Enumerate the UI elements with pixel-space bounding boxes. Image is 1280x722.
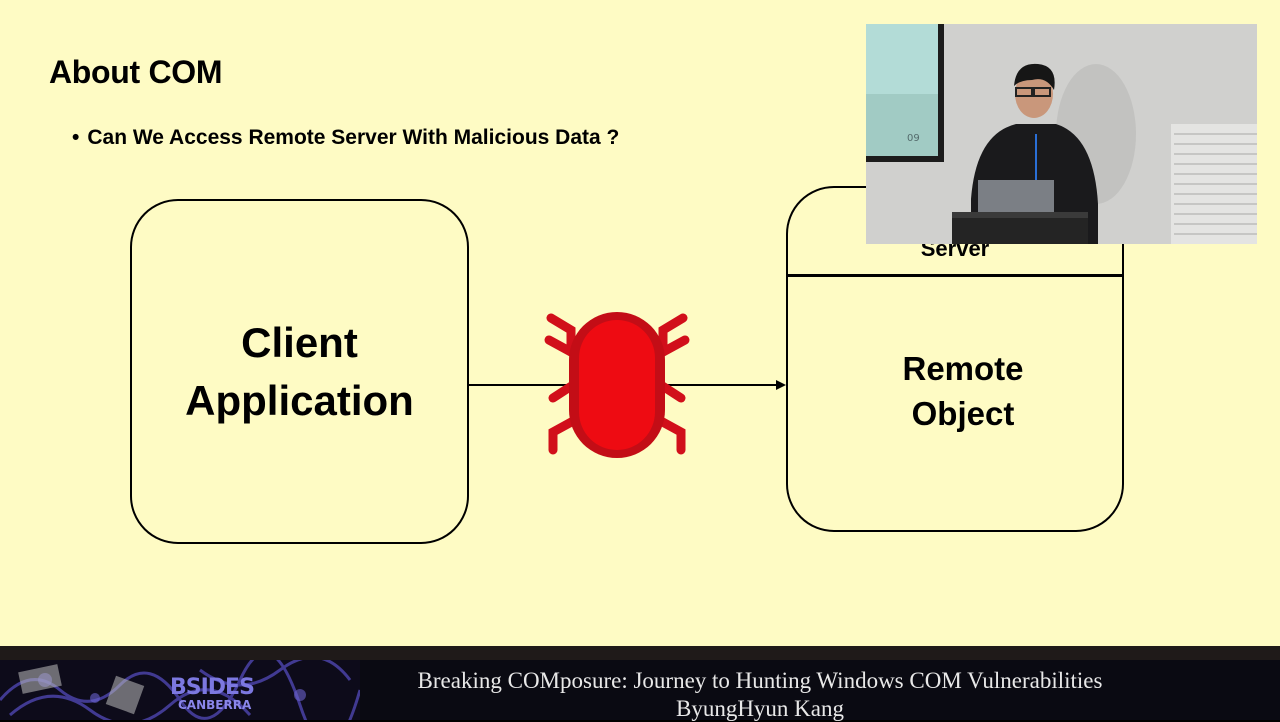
client-application-label: Client Application [130,314,469,430]
remote-label-line2: Object [911,395,1015,432]
bullet-point: • Can We Access Remote Server With Malici… [72,126,619,150]
server-divider [786,274,1124,277]
slide-title: About COM [49,54,223,90]
event-logo-text: BSIDES [170,675,255,700]
bug-icon [544,312,690,458]
client-label-line2: Application [185,377,414,424]
client-label-line1: Client [241,319,358,366]
bullet-text: Can We Access Remote Server With Malicio… [87,126,620,149]
speaker-name: ByungHyun Kang [675,696,845,721]
bullet-dot: • [72,126,80,149]
decorative-art [0,660,360,720]
remote-object-label: Remote Object [786,346,1140,436]
speaker-video-frame: 09 [866,24,1257,244]
talk-title: Breaking COMposure: Journey to Hunting W… [417,668,1103,693]
video-footer [0,646,1280,720]
event-logo-subtext: CANBERRA [178,698,252,712]
event-logo-art [0,660,360,720]
client-application-box [130,199,469,544]
speaker-video: 09 [866,24,1257,244]
footer-band [0,646,1280,660]
svg-text:09: 09 [907,133,920,144]
remote-label-line1: Remote [902,350,1024,387]
